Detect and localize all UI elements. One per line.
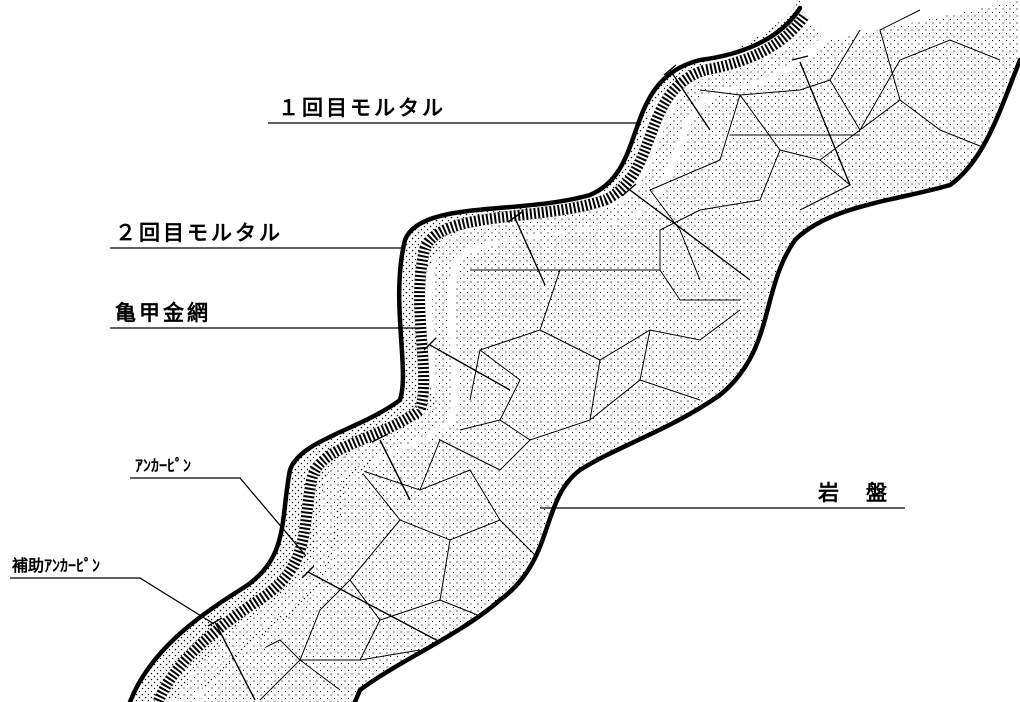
bedrock-outline <box>352 57 1020 702</box>
leader-anchor-pin <box>130 477 307 557</box>
label-bedrock: 岩 盤 <box>817 481 890 505</box>
anchor-pin-4 <box>507 211 546 286</box>
bedrock-mass <box>200 0 1020 702</box>
anchor-pin-3 <box>621 183 751 281</box>
anchor-pin-7 <box>301 565 441 643</box>
anchor-pin-2 <box>791 55 851 186</box>
second-mortar-layer <box>127 0 803 702</box>
mortar-outer-surface <box>127 5 803 702</box>
label-anchor-pin: ｱﾝｶｰﾋﾟﾝ <box>135 456 191 475</box>
aux-anchor-pin <box>207 617 256 701</box>
label-aux-anchor-pin: 補助ｱﾝｶｰﾋﾟﾝ <box>11 556 100 575</box>
label-second-mortar: ２回目モルタル <box>115 221 283 245</box>
anchor-pin-6 <box>371 433 411 501</box>
first-mortar-layer <box>177 22 825 702</box>
label-wire-mesh: 亀甲金網 <box>115 301 211 325</box>
wire-mesh-band <box>152 11 810 702</box>
anchor-pin-1 <box>663 64 711 131</box>
leader-aux-anchor-pin <box>10 577 215 625</box>
anchor-pins <box>207 55 851 701</box>
anchor-pin-5 <box>423 337 511 391</box>
leader-lines <box>10 122 905 625</box>
label-first-mortar: １回目モルタル <box>278 96 446 120</box>
